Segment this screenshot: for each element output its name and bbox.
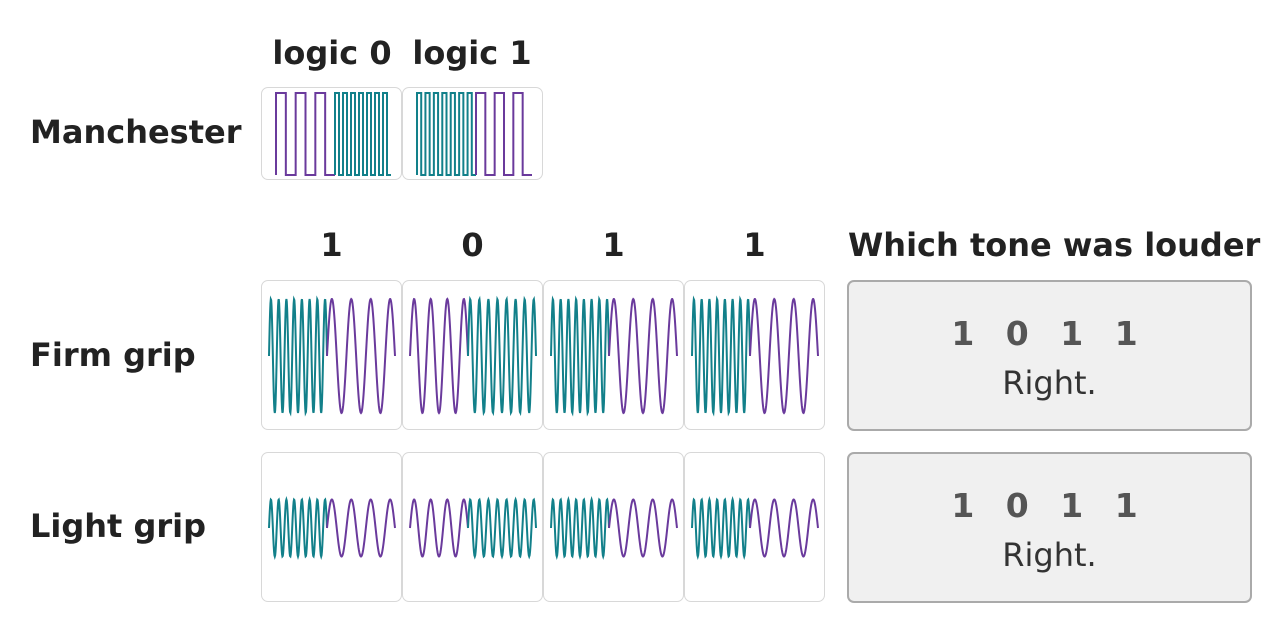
high-tone-segment [268, 495, 328, 561]
light-grip-bit-2-waveform [409, 496, 537, 560]
light-grip-verdict: Right. [1002, 536, 1097, 574]
answer-header: Which tone was louder [848, 226, 1261, 264]
high-tone-segment [467, 496, 537, 560]
high-tone-segment [550, 495, 610, 561]
light-grip-bit-4-waveform [691, 495, 819, 561]
manchester-logic-0-panel [261, 87, 402, 180]
firm-grip-bit-2-waveform [409, 295, 537, 417]
firm-grip-bit-3-panel [543, 280, 684, 430]
high-tone-segment [550, 295, 610, 417]
high-tone-segment [268, 295, 328, 417]
high-tone-segment [691, 495, 751, 561]
firm-grip-bit-1-panel [261, 280, 402, 430]
bit-header-2: 0 [461, 226, 484, 264]
high-frequency-segment [416, 92, 476, 176]
low-tone-segment [409, 498, 469, 558]
low-tone-segment [326, 297, 396, 415]
firm-grip-bit-3-waveform [550, 295, 678, 417]
low-tone-segment [409, 297, 469, 415]
low-tone-segment [749, 498, 819, 558]
light-grip-bit-3-waveform [550, 495, 678, 561]
light-grip-row-label: Light grip [30, 507, 207, 545]
firm-grip-bit-2-panel [402, 280, 543, 430]
light-grip-bit-1-panel [261, 452, 402, 602]
bit-header-1: 1 [320, 226, 343, 264]
manchester-logic-0-waveform [275, 92, 391, 176]
firm-grip-verdict: Right. [1002, 364, 1097, 402]
low-frequency-segment [275, 92, 335, 176]
firm-grip-bit-4-panel [684, 280, 825, 430]
light-grip-decoded-bits: 1 0 1 1 [951, 486, 1148, 525]
manchester-logic-1-waveform [416, 92, 532, 176]
firm-grip-bit-1-waveform [268, 295, 396, 417]
firm-grip-answer-box: 1 0 1 1 Right. [847, 280, 1252, 431]
high-frequency-segment [334, 92, 391, 176]
low-tone-segment [608, 498, 678, 558]
manchester-logic-1-panel [402, 87, 543, 180]
light-grip-bit-3-panel [543, 452, 684, 602]
light-grip-answer-box: 1 0 1 1 Right. [847, 452, 1252, 603]
logic-1-header: logic 1 [412, 34, 532, 72]
low-tone-segment [326, 498, 396, 558]
light-grip-bit-2-panel [402, 452, 543, 602]
firm-grip-row-label: Firm grip [30, 336, 196, 374]
logic-0-header: logic 0 [272, 34, 392, 72]
high-tone-segment [467, 295, 537, 417]
light-grip-bit-1-waveform [268, 495, 396, 561]
firm-grip-decoded-bits: 1 0 1 1 [951, 314, 1148, 353]
bit-header-4: 1 [743, 226, 766, 264]
bit-header-3: 1 [602, 226, 625, 264]
low-tone-segment [749, 297, 819, 415]
high-tone-segment [691, 295, 751, 417]
low-frequency-segment [475, 92, 532, 176]
low-tone-segment [608, 297, 678, 415]
manchester-row-label: Manchester [30, 113, 242, 151]
firm-grip-bit-4-waveform [691, 295, 819, 417]
light-grip-bit-4-panel [684, 452, 825, 602]
